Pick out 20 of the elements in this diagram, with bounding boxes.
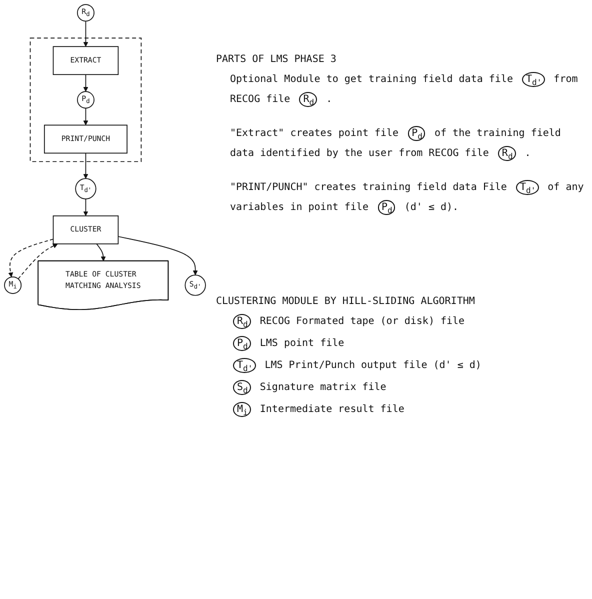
arrow: [96, 243, 106, 262]
arrow: [83, 108, 88, 126]
arrow: [83, 152, 88, 179]
arrow: [118, 236, 198, 276]
arrow: [83, 198, 88, 216]
arrow: [83, 74, 88, 92]
arrow: [8, 238, 54, 278]
section-heading: PARTS OF LMS PHASE 3: [216, 53, 338, 67]
symbol-key-entry: P$_{d}$ LMS point file: [230, 334, 590, 354]
description-text: "PRINT/PUNCH" creates training field data File T$_{d'}$ of any variables in point file P$_{d}$ (d' ≤ d).: [230, 179, 585, 217]
cluster: [30, 38, 142, 162]
description-text: Optional Module to get training field data file T$_{d'}$ from RECOG file R$_{d}$ .: [230, 71, 579, 109]
symbol-key-entry: T$_{d'}$ LMS Print/Punch output file (d' ≤ d): [230, 356, 590, 376]
description-text: "Extract" creates point file P$_{d}$ of the training field data identified by the user from RECOG file R$_{d}$ .: [230, 125, 562, 163]
arrow: [83, 20, 88, 47]
arrow: [18, 244, 58, 280]
section-heading: CLUSTERING MODULE BY HILL-SLIDING ALGORITHM: [216, 295, 476, 309]
symbol-key-entry: S$_{d}$ Signature matrix file: [230, 378, 590, 398]
symbol-key-entry: M$_{i}$ Intermediate result file: [230, 400, 590, 420]
symbol-key-entry: R$_{d}$ RECOG Formated tape (or disk) file: [230, 312, 590, 332]
